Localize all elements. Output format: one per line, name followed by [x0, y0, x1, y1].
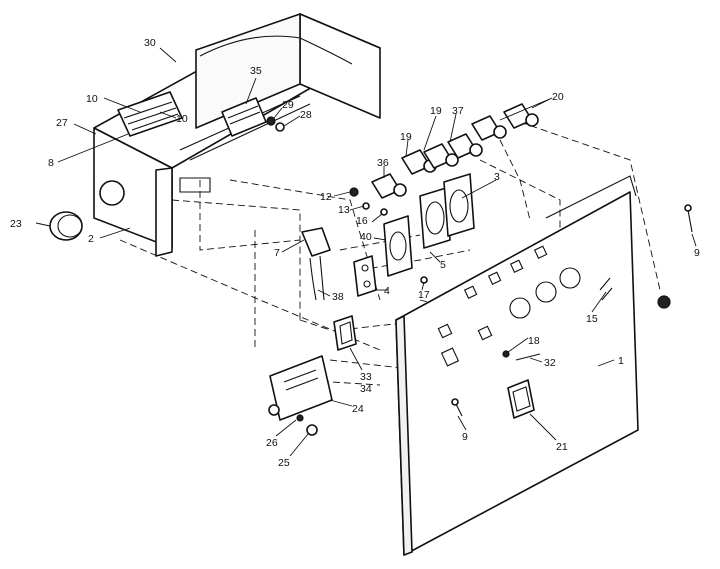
callout-21: 21 [556, 441, 568, 453]
callout-33: 33 [360, 371, 372, 383]
cabinet-housing [93, 13, 381, 257]
callout-25: 25 [278, 457, 290, 469]
callout-19: 19 [400, 131, 412, 143]
callout-10: 10 [176, 113, 188, 125]
callout-2: 2 [88, 233, 94, 245]
callout-13: 13 [338, 204, 350, 216]
callout-30: 30 [144, 37, 156, 49]
callout-40: 40 [360, 231, 372, 243]
callout-35: 35 [250, 65, 262, 77]
circuit-board [268, 355, 333, 436]
callout-7: 7 [274, 247, 280, 259]
cap-plug [49, 211, 83, 241]
callout-19: 19 [430, 105, 442, 117]
callout-10: 10 [86, 93, 98, 105]
callout-17: 17 [418, 289, 430, 301]
callout-12: 12 [320, 191, 332, 203]
screws [451, 204, 693, 417]
rear-terminal-block [117, 91, 183, 137]
callout-18: 18 [528, 335, 540, 347]
callout-labels: 30 35 10 10 29 28 27 8 20 19 37 19 36 3 … [10, 37, 700, 469]
callout-28: 28 [300, 109, 312, 121]
front-panel [395, 175, 639, 556]
leader-lines [35, 47, 697, 457]
receptacles [383, 173, 475, 277]
callout-15: 15 [586, 313, 598, 325]
callout-20: 20 [552, 91, 564, 103]
callout-4: 4 [384, 285, 390, 297]
callout-26: 26 [266, 437, 278, 449]
callout-34: 34 [360, 383, 372, 395]
callout-3: 3 [494, 171, 500, 183]
callout-36: 36 [377, 157, 389, 169]
switch [333, 315, 357, 351]
bracket [353, 255, 377, 297]
callout-5: 5 [440, 259, 446, 271]
callout-1: 1 [618, 355, 624, 367]
callout-32: 32 [544, 357, 556, 369]
callout-8: 8 [48, 157, 54, 169]
callout-37: 37 [452, 105, 464, 117]
callout-38: 38 [332, 291, 344, 303]
callout-9: 9 [694, 247, 700, 259]
callout-23: 23 [10, 218, 22, 230]
circuit-module [221, 97, 285, 137]
callout-16: 16 [356, 215, 368, 227]
callout-24: 24 [352, 403, 364, 415]
callout-9: 9 [462, 431, 468, 443]
callout-27: 27 [56, 117, 68, 129]
control-knobs [371, 103, 539, 199]
callout-29: 29 [282, 99, 294, 111]
power-cord [301, 227, 331, 301]
